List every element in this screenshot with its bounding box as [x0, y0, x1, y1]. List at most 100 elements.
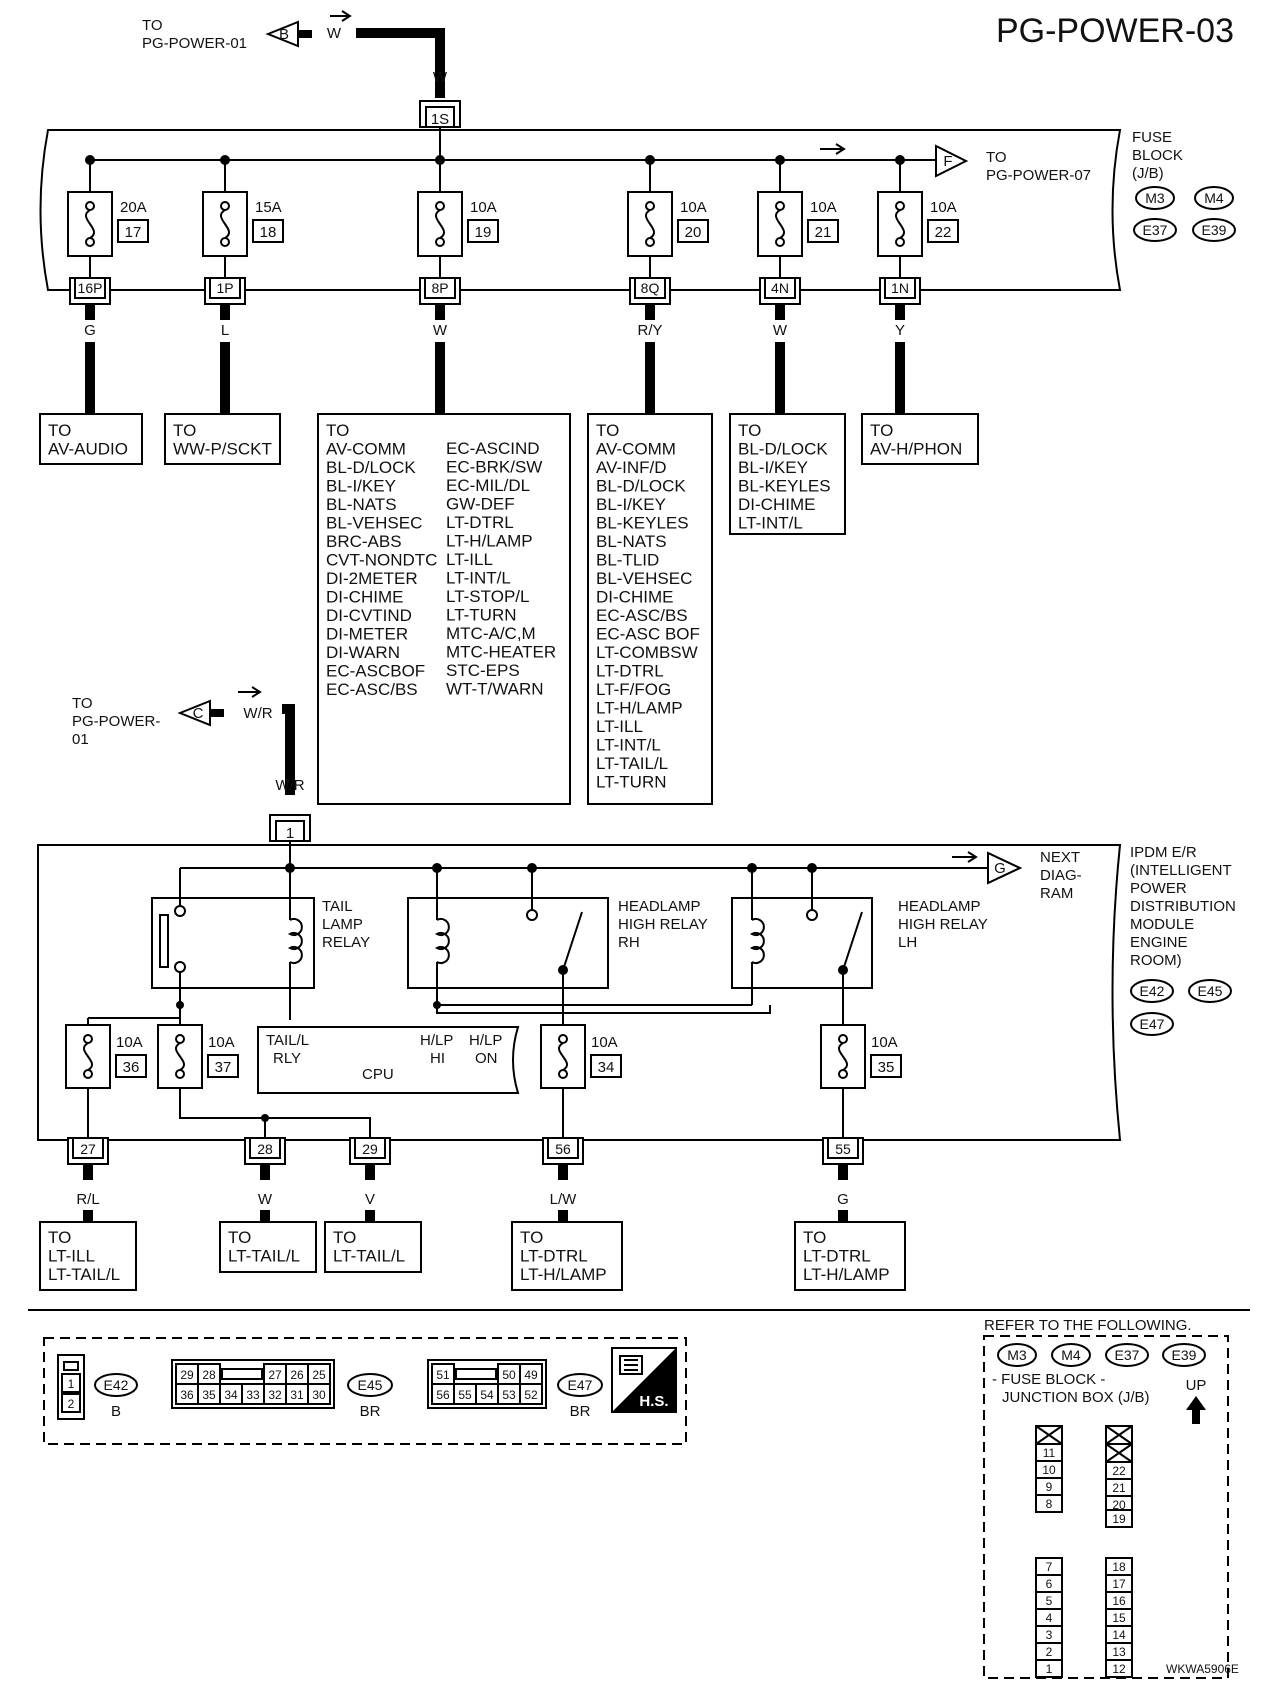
connector-oval: [94, 1373, 138, 1397]
connector-color: BR: [360, 1403, 381, 1420]
fuse-slot-number: 17: [1112, 1577, 1126, 1591]
diagram-code: WKWA5906E: [1166, 1662, 1239, 1676]
main-feed-wire: [356, 28, 445, 98]
fuse-icon: [220, 209, 230, 239]
fuse-slot-number: 15: [1112, 1611, 1126, 1625]
fuse-slot-number: 20: [1112, 1498, 1126, 1512]
fuse-number-box: [807, 219, 839, 243]
connector-flag-g: [987, 851, 1023, 885]
destination-ref: LT-INT/L: [446, 569, 511, 588]
link-pg-power-07[interactable]: F TO PG-POWER-07: [935, 144, 1091, 184]
destination-frame: [794, 1221, 906, 1291]
next-label: DIAG-: [1040, 867, 1082, 884]
relay-coil-icon: [749, 918, 765, 964]
terminal-29: 29V: [349, 1137, 391, 1222]
next-diagram-link[interactable]: G NEXT DIAG- RAM: [987, 849, 1082, 902]
pin-number: 31: [290, 1388, 304, 1402]
destination-frame: [39, 1221, 137, 1291]
wire-color: R/L: [76, 1191, 99, 1208]
fuse-number-box: [590, 1054, 622, 1078]
fuse-terminal: [85, 237, 95, 247]
link-pg-power-01-ipdm[interactable]: TO PG-POWER- 01 C W/R: [72, 686, 273, 748]
fuse-icon: [838, 1042, 848, 1071]
destination-ref: BL-I/KEY: [326, 477, 396, 496]
fuse-number: 36: [123, 1059, 140, 1076]
fuse-number-box: [677, 219, 709, 243]
link-pg-power-01-top[interactable]: TO PG-POWER-01 B W: [142, 10, 352, 52]
relay-box: [407, 897, 609, 989]
destination-ref: BL-NATS: [596, 532, 667, 551]
destination-ref: CVT-NONDTC: [326, 551, 437, 570]
destination-frame: [219, 1221, 317, 1273]
fuse-number: 22: [935, 224, 952, 241]
fuse-block-name: FUSE: [1132, 129, 1172, 146]
flow-arrow-icon: [952, 851, 978, 863]
fuse-icon: [895, 209, 905, 239]
relay-label: HEADLAMP: [898, 898, 981, 915]
terminal-label: 8P: [431, 280, 448, 296]
connector-oval: [1135, 186, 1175, 210]
junction-dot: [176, 1001, 184, 1009]
refer-desc: - FUSE BLOCK -: [992, 1371, 1105, 1388]
connector-oval: [1133, 218, 1177, 242]
cpu-label: CPU: [362, 1066, 394, 1083]
fuse-terminal: [175, 1034, 185, 1044]
connector-id: E45: [358, 1377, 383, 1393]
relay-label: RH: [618, 934, 640, 951]
destination-ref: STC-EPS: [446, 661, 520, 680]
junction-dot: [432, 863, 442, 873]
fuse-terminal: [775, 237, 785, 247]
fuse-rating: 10A: [208, 1034, 235, 1051]
link-target: PG-POWER-07: [986, 167, 1091, 184]
pin-number: 28: [202, 1368, 216, 1382]
link-target: 01: [72, 731, 89, 748]
junction-dot: [433, 1001, 441, 1009]
relay-switch-icon: [562, 911, 583, 971]
destination-ref: TO: [228, 1228, 251, 1247]
ipdm-wire-color: W/R: [275, 777, 304, 794]
destination-frame: [511, 1221, 623, 1291]
fuse-terminal: [220, 237, 230, 247]
fuse-number: 34: [598, 1059, 615, 1076]
ipdm-destinations: TOLT-ILLLT-TAIL/LTOLT-TAIL/LTOLT-TAIL/LT…: [39, 1221, 906, 1291]
pin-number: 54: [480, 1388, 494, 1402]
ipdm-label: IPDM E/R (INTELLIGENT POWER DISTRIBUTION…: [1130, 844, 1236, 1036]
relay-box: [151, 897, 315, 989]
terminal-connector-inner: [74, 277, 106, 299]
destination-ref: BL-KEYLES: [738, 477, 831, 496]
destination-ref: LT-INT/L: [596, 736, 661, 755]
up-label: UP: [1186, 1377, 1207, 1394]
terminal-28: 28W: [244, 1137, 286, 1222]
terminal-connector-inner: [634, 277, 666, 299]
destination-ref: EC-MIL/DL: [446, 476, 530, 495]
pin-number: 1: [68, 1377, 75, 1391]
fuse-rating: 10A: [470, 199, 497, 216]
junction-dot: [527, 863, 537, 873]
terminal-55: 55G: [822, 1137, 864, 1222]
connector-oval: [347, 1373, 393, 1397]
fuse-slot: [1035, 1659, 1063, 1678]
fuse-terminal: [83, 1034, 93, 1044]
fuse-icon: [435, 209, 445, 239]
link-to-label: TO: [72, 695, 93, 712]
e42-housing: [57, 1354, 85, 1420]
fuse-number-box: [252, 219, 284, 243]
relay-label: RELAY: [322, 934, 370, 951]
destination-ref: LT-ILL: [596, 717, 643, 736]
terminal-connector-inner: [764, 277, 796, 299]
relay-box: [731, 897, 873, 989]
destination-ref: DI-WARN: [326, 643, 400, 662]
pin-number: 35: [202, 1388, 216, 1402]
fuse-terminal: [175, 1069, 185, 1079]
terminal-27: 27R/L: [67, 1137, 109, 1222]
fuse-rating: 15A: [255, 199, 282, 216]
link-to-label: TO: [986, 149, 1007, 166]
